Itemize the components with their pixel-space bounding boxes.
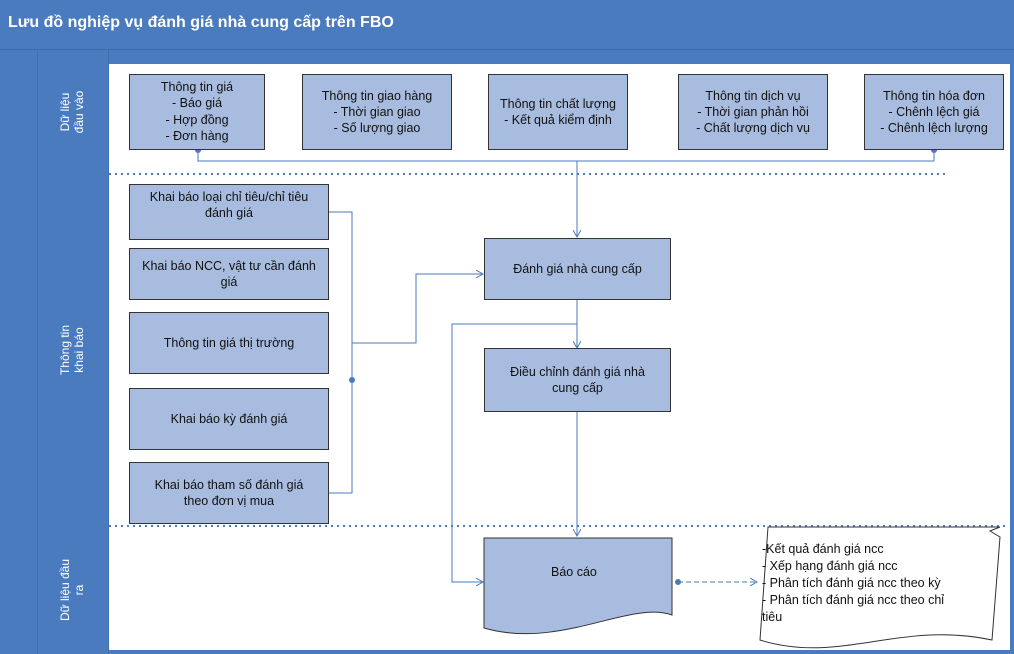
process-report-label: Báo cáo <box>551 565 597 579</box>
input-invoice-info: Thông tin hóa đơn - Chênh lệch giá - Chê… <box>864 74 1004 150</box>
lane-output: Dữ liệu đầu ra <box>37 526 109 654</box>
input-quality-info: Thông tin chất lượng - Kết quả kiểm định <box>488 74 628 150</box>
frame-bottom-border <box>109 650 1014 654</box>
declaration-bus-line <box>329 211 353 494</box>
output-results-list: -Kết quả đánh giá ncc - Xếp hạng đánh gi… <box>762 542 945 624</box>
lane-declare-label: Thông tin khai báo <box>58 324 86 376</box>
diagram-title: Lưu đồ nghiệp vụ đánh giá nhà cung cấp t… <box>8 14 394 31</box>
input-price-info: Thông tin giá - Báo giá - Hợp đồng - Đơn… <box>129 74 265 150</box>
lane-declare: Thông tin khai báo <box>37 174 109 526</box>
process-adjust-evaluation: Điều chỉnh đánh giá nhà cung cấp <box>484 348 671 412</box>
declare-supplier-items: Khai báo NCC, vật tư cần đánh giá <box>129 248 329 300</box>
process-evaluate-supplier: Đánh giá nhà cung cấp <box>484 238 671 300</box>
frame-right-border <box>1010 50 1014 654</box>
lane-input-label: Dữ liệu đầu vào <box>58 90 86 134</box>
lane-header-strip <box>109 50 1014 64</box>
title-bar: Lưu đồ nghiệp vụ đánh giá nhà cung cấp t… <box>0 0 1014 50</box>
input-delivery-info: Thông tin giao hàng - Thời gian giao - S… <box>302 74 452 150</box>
report-document-shape <box>483 537 673 635</box>
declaration-bus-dot <box>349 377 355 383</box>
report-output-dot <box>675 579 681 585</box>
input-service-info: Thông tin dịch vụ - Thời gian phản hồi -… <box>678 74 828 150</box>
arrow-declaration-to-evaluate <box>352 274 483 344</box>
input-bus-line <box>197 150 935 162</box>
lane-input: Dữ liệu đầu vào <box>37 50 109 174</box>
declare-evaluation-period: Khai báo kỳ đánh giá <box>129 388 329 450</box>
lane-output-label: Dữ liệu đầu ra <box>58 558 86 622</box>
declare-market-price: Thông tin giá thị trường <box>129 312 329 374</box>
declare-criteria: Khai báo loại chỉ tiêu/chỉ tiêu đánh giá <box>129 184 329 240</box>
lane-frame-left <box>0 50 37 654</box>
declare-parameters: Khai báo tham số đánh giá theo đơn vị mu… <box>129 462 329 524</box>
